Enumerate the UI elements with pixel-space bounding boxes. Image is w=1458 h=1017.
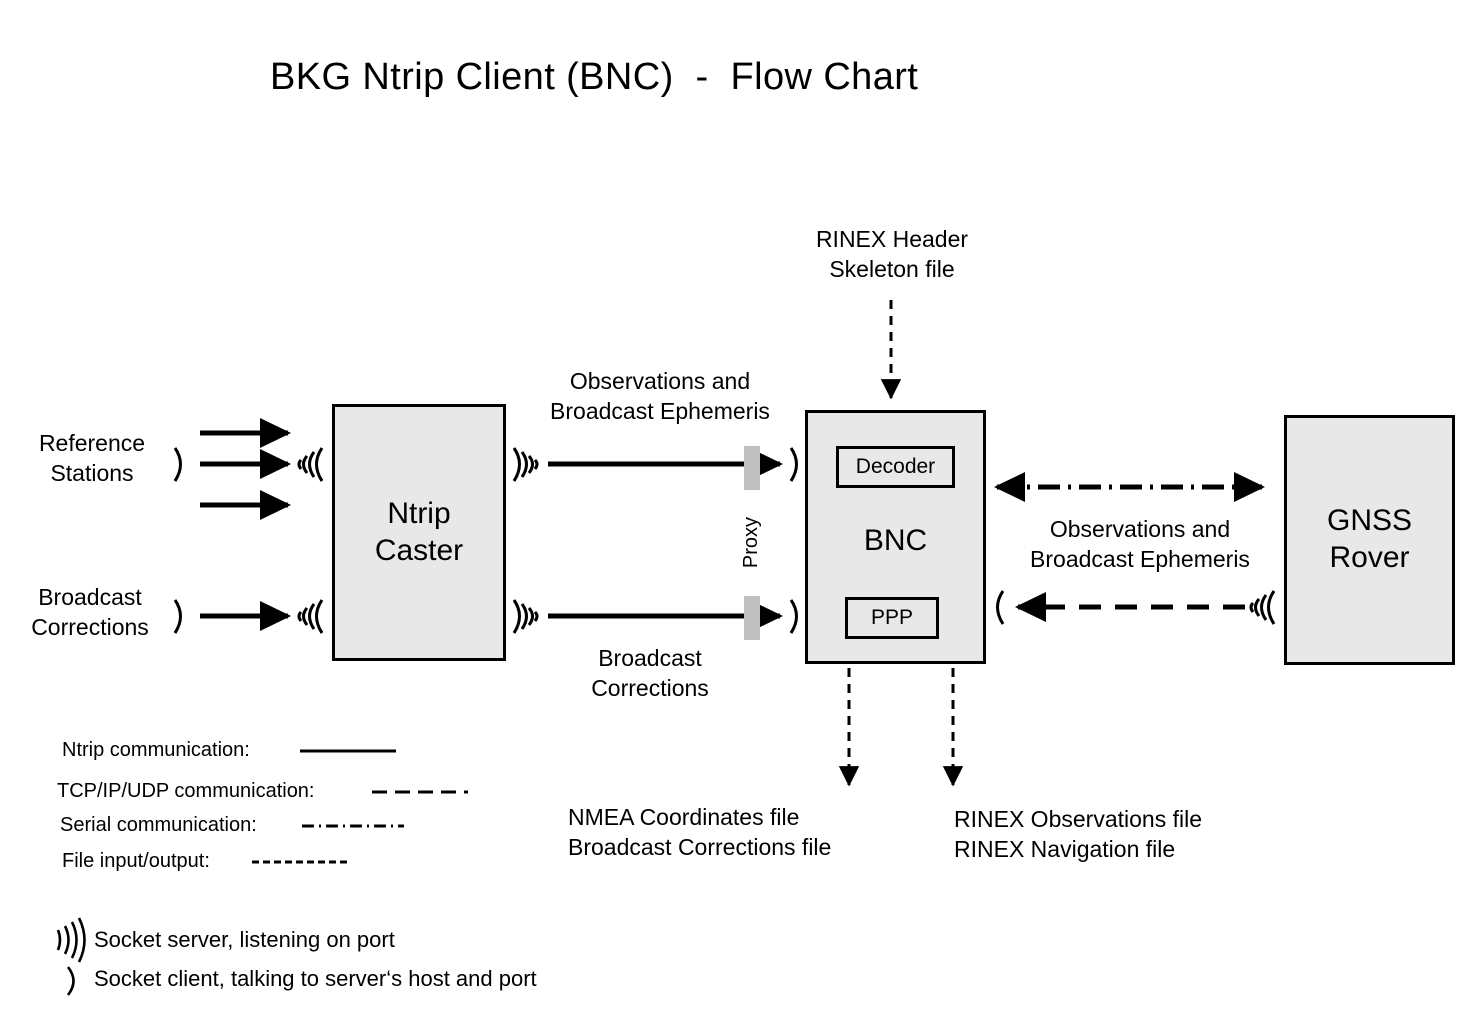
socket-server-icon-legend [56, 917, 86, 963]
node-ppp-label: PPP [870, 606, 914, 629]
socket-client-icon-refstations [173, 447, 182, 482]
node-ppp[interactable]: PPP [845, 597, 939, 639]
legend-socket-server: Socket server, listening on port [94, 927, 395, 953]
socket-client-icon-broadcastcorrections [173, 599, 182, 634]
reference-stations-label: Reference Stations [38, 430, 146, 487]
observations-ephemeris-left-label: Observations and Broadcast Ephemeris [550, 368, 770, 425]
node-bnc-label: BNC [805, 524, 986, 558]
legend-item-ntrip: Ntrip communication: [62, 739, 260, 762]
node-gnss-rover[interactable]: GNSS Rover [1284, 415, 1455, 665]
socket-client-icon-bnc-in-2 [789, 599, 798, 634]
observations-ephemeris-right-label: Observations and Broadcast Ephemeris [1030, 516, 1250, 573]
legend-item-serial-label: Serial communication: [60, 814, 257, 836]
proxy-bar-lower [744, 596, 760, 640]
nmea-output-label: NMEA Coordinates file Broadcast Correcti… [568, 804, 832, 861]
node-ntrip-caster-label: Ntrip Caster [374, 496, 464, 567]
socket-server-icon-rover [1249, 590, 1276, 625]
socket-client-icon-bnc-rover [996, 590, 1005, 625]
legend-item-ntrip-label: Ntrip communication: [62, 739, 250, 761]
broadcast-corrections-source-label: Broadcast Corrections [31, 584, 149, 641]
legend-item-fileio: File input/output: [62, 850, 220, 873]
legend-item-tcpip: TCP/IP/UDP communication: [57, 780, 325, 803]
node-decoder[interactable]: Decoder [836, 446, 955, 488]
legend-item-tcpip-label: TCP/IP/UDP communication: [57, 780, 315, 802]
node-bnc-label-text: BNC [863, 524, 928, 557]
legend-socket-client-label: Socket client, talking to server‘s host … [94, 966, 537, 991]
node-decoder-label: Decoder [855, 455, 936, 478]
proxy-label: Proxy [712, 516, 792, 567]
legend-item-serial: Serial communication: [60, 814, 267, 837]
socket-server-icon-caster-out-1 [512, 447, 539, 482]
rinex-output-label: RINEX Observations file RINEX Navigation… [954, 806, 1202, 863]
socket-client-icon-legend [66, 966, 75, 996]
legend-socket-client: Socket client, talking to server‘s host … [94, 966, 537, 992]
broadcast-corrections-mid-label: Broadcast Corrections [591, 645, 709, 702]
legend-socket-server-label: Socket server, listening on port [94, 927, 395, 952]
legend-item-fileio-label: File input/output: [62, 850, 210, 872]
page-title: BKG Ntrip Client (BNC) - Flow Chart [270, 56, 919, 98]
node-gnss-rover-label: GNSS Rover [1326, 504, 1413, 574]
proxy-label-text: Proxy [740, 516, 763, 568]
socket-server-icon-caster-out-2 [512, 599, 539, 634]
rinex-header-skeleton-label: RINEX Header Skeleton file [815, 226, 969, 283]
socket-server-icon-caster-in-1 [297, 447, 324, 482]
proxy-bar-upper [744, 446, 760, 490]
socket-server-icon-caster-in-2 [297, 599, 324, 634]
node-ntrip-caster[interactable]: Ntrip Caster [332, 404, 506, 661]
socket-client-icon-bnc-in-1 [789, 447, 798, 482]
